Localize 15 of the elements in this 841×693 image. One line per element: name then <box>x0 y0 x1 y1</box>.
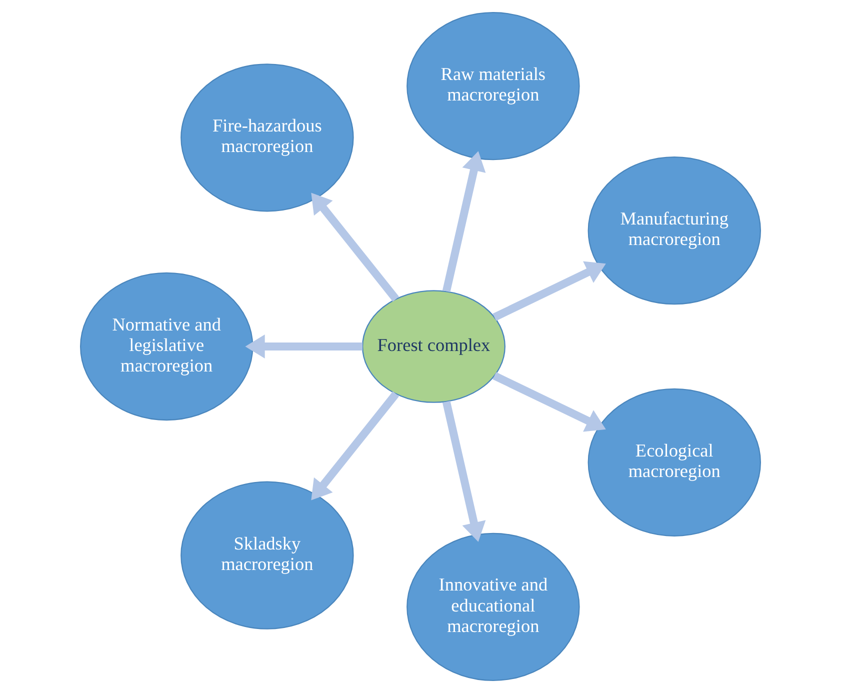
arrow <box>442 400 486 542</box>
arrow <box>442 151 486 292</box>
node-ellipse: Ecological macroregion <box>588 388 762 536</box>
node-ellipse: Raw materials macroregion <box>406 12 580 160</box>
arrow <box>492 372 606 432</box>
arrow <box>311 192 400 302</box>
arrow <box>492 261 606 321</box>
node-ellipse: Innovative and educational macroregion <box>406 532 580 681</box>
node-ellipse: Fire-hazardous macroregion <box>180 64 354 212</box>
arrow <box>311 391 400 500</box>
arrow <box>245 334 362 359</box>
node-ellipse: Skladsky macroregion <box>180 481 354 630</box>
node-ellipse: Manufacturing macroregion <box>588 156 762 305</box>
node-ellipse: Normative and legislative macroregion <box>80 272 254 421</box>
node-ellipse: Forest complex <box>362 290 506 403</box>
